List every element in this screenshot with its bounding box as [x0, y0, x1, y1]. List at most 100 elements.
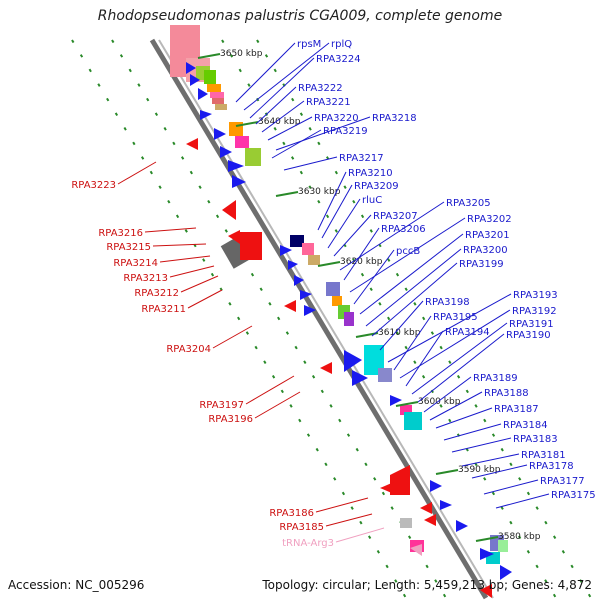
trna-label: tRNA-Arg3: [282, 538, 334, 549]
gene-feature: [344, 312, 354, 326]
label-leader: [243, 42, 330, 111]
label-leader: [349, 217, 466, 293]
gene-label-forward: RPA3218: [372, 113, 417, 124]
gene-feature: [215, 104, 227, 110]
label-leader: [451, 437, 512, 453]
gene-feature: [400, 405, 412, 415]
label-leader: [271, 129, 322, 159]
gene-label-forward: rluC: [362, 195, 382, 206]
tick-label: 3650 kbp: [220, 49, 263, 59]
label-leader: [317, 171, 347, 231]
label-leader: [435, 407, 493, 429]
label-leader: [399, 309, 511, 379]
label-leader: [325, 513, 373, 527]
label-leader: [339, 201, 445, 271]
label-leader: [144, 227, 197, 233]
gene-feature: [326, 282, 340, 296]
label-leader: [261, 100, 305, 133]
gene-label-forward: RPA3192: [512, 306, 557, 317]
label-leader: [315, 497, 369, 513]
gene-feature: [498, 540, 508, 552]
gene-label-forward: RPA3188: [484, 388, 529, 399]
label-leader: [267, 116, 313, 141]
label-leader: [169, 265, 215, 278]
gene-label-reverse: RPA3196: [208, 414, 253, 425]
gene-label-forward: RPA3183: [513, 434, 558, 445]
gene-label-forward: RPA3177: [540, 476, 585, 487]
gene-label-forward: pccB: [396, 246, 420, 257]
gene-feature: [404, 412, 422, 430]
gene-feature: [400, 518, 412, 528]
gene-label-reverse: RPA3212: [134, 288, 179, 299]
label-leader: [343, 227, 380, 281]
tick-label: 3620 kbp: [340, 257, 383, 267]
label-leader: [405, 330, 444, 387]
track-guide: [71, 39, 407, 599]
label-leader: [443, 423, 502, 441]
gene-label-reverse: RPA3214: [113, 258, 158, 269]
gene-label-forward: RPA3191: [509, 319, 554, 330]
gene-feature: [220, 237, 250, 269]
gene-label-reverse: RPA3213: [123, 273, 168, 284]
gene-feature: [332, 296, 342, 306]
label-leader: [333, 214, 372, 257]
track-guide: [256, 39, 592, 599]
tick-mark: [197, 53, 221, 59]
tick-mark: [435, 469, 459, 475]
label-leader: [371, 262, 458, 337]
label-leader: [321, 184, 353, 239]
tick-label: 3640 kbp: [258, 117, 301, 127]
tick-mark: [235, 121, 259, 127]
gene-label-forward: RPA3194: [445, 327, 490, 338]
label-leader: [255, 86, 297, 125]
accession-text: Accession: NC_005296: [8, 578, 145, 592]
label-leader: [483, 479, 539, 495]
label-leader: [245, 375, 295, 405]
gene-label-forward: RPA3187: [494, 404, 539, 415]
tick-label: 3630 kbp: [298, 187, 341, 197]
gene-label-reverse: RPA3186: [269, 508, 314, 519]
label-leader: [353, 249, 395, 305]
gene-label-forward: rpsM: [297, 39, 321, 50]
gene-label-forward: RPA3195: [433, 312, 478, 323]
gene-label-forward: RPA3205: [446, 198, 491, 209]
track-guide: [111, 39, 447, 599]
label-leader: [283, 156, 338, 171]
gene-label-forward: RPA3220: [314, 113, 359, 124]
gene-feature: [207, 84, 221, 92]
label-leader: [152, 243, 207, 247]
label-leaders: [117, 42, 550, 543]
gene-label-forward: RPA3222: [298, 83, 343, 94]
label-leader: [461, 453, 520, 467]
tick-label: 3590 kbp: [458, 465, 501, 475]
gene-features: [170, 25, 508, 564]
gene-label-forward: RPA3181: [521, 450, 566, 461]
label-leader: [235, 42, 296, 103]
label-leader: [471, 464, 528, 479]
gene-label-forward: RPA3199: [459, 259, 504, 270]
gene-label-forward: RPA3217: [339, 153, 384, 164]
label-leader: [275, 116, 371, 151]
label-leader: [379, 300, 424, 351]
gene-feature: [290, 235, 304, 247]
gene-feature: [378, 368, 392, 382]
tick-mark: [317, 261, 341, 267]
label-leader: [387, 293, 512, 363]
gene-label-forward: RPA3184: [503, 420, 548, 431]
trna-features: [410, 544, 422, 556]
label-leader: [423, 376, 472, 413]
tick-mark: [475, 536, 499, 542]
gene-label-forward: RPA3189: [473, 373, 518, 384]
label-leader: [254, 391, 301, 419]
gene-label-forward: RPA3210: [348, 168, 393, 179]
gene-feature: [245, 148, 261, 166]
gene-label-forward: RPA3198: [425, 297, 470, 308]
gene-label-forward: RPA3200: [463, 245, 508, 256]
trna-feature: [410, 544, 422, 556]
page-title: Rhodopseudomonas palustris CGA009, compl…: [97, 8, 503, 24]
gene-label-forward: RPA3175: [551, 490, 596, 501]
tick-mark: [395, 401, 419, 407]
